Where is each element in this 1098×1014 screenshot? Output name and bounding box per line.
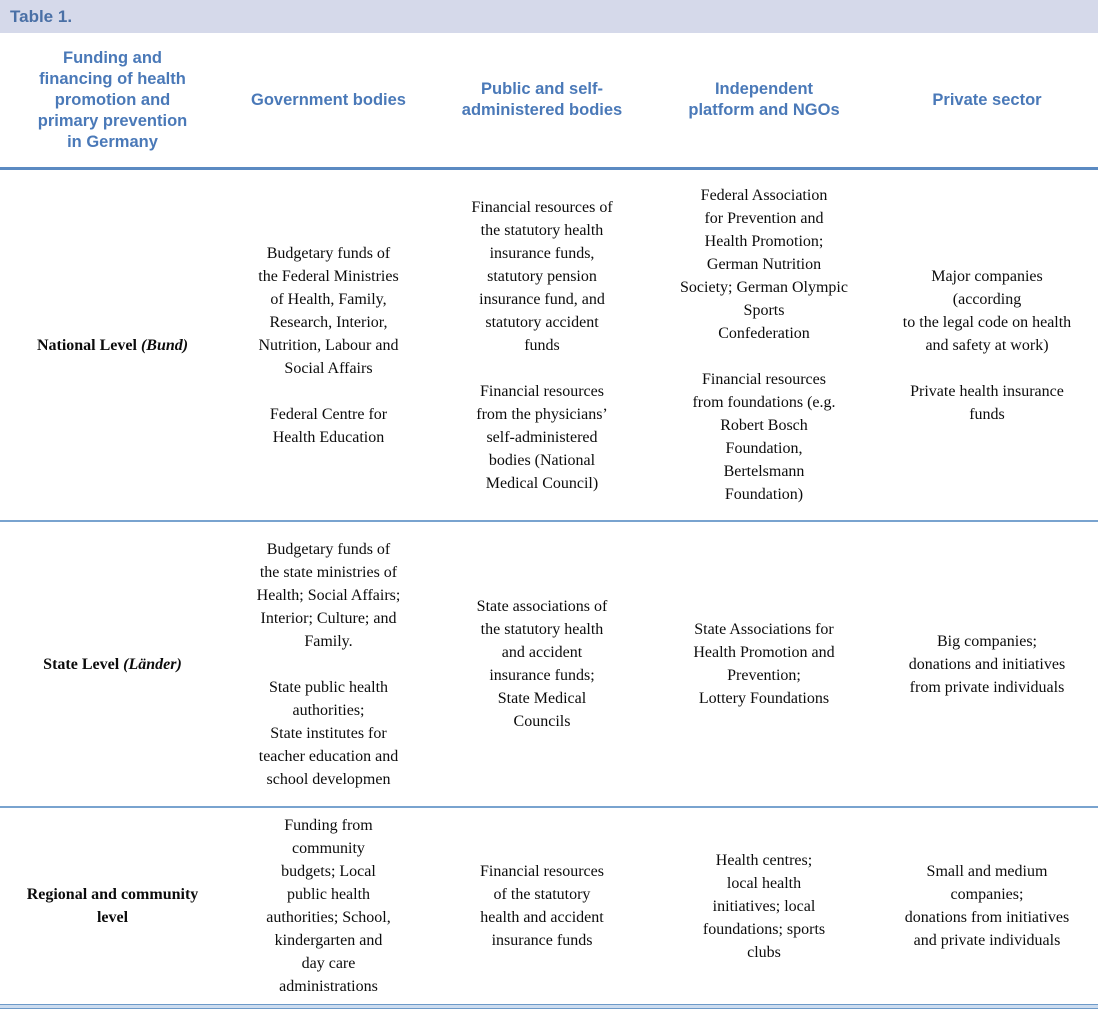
header-government-bodies: Government bodies (225, 33, 432, 167)
cell-text: Major companies (according to the legal … (902, 267, 1072, 423)
cell-text: Budgetary funds of the state ministries … (256, 540, 401, 788)
header-label: Public and self- administered bodies (461, 80, 623, 119)
cell-text: Big companies; donations and initiatives… (908, 632, 1066, 696)
table-cell: Financial resources of the statutory hea… (432, 808, 652, 1004)
table-cell: Financial resources of the statutory hea… (432, 170, 652, 520)
header-corner-label: Funding and financing of health promotio… (37, 48, 188, 151)
table-title: Table 1. (10, 6, 73, 26)
table-cell: Big companies; donations and initiatives… (876, 522, 1098, 806)
cell-text: Financial resources of the statutory hea… (480, 863, 604, 949)
header-independent-ngos: Independent platform and NGOs (652, 33, 876, 167)
cell-text: State associations of the statutory heal… (476, 598, 608, 730)
cell-text: Federal Association for Prevention and H… (680, 187, 848, 503)
header-corner-cell: Funding and financing of health promotio… (0, 33, 225, 167)
table-row-national: National Level (Bund) Budgetary funds of… (0, 170, 1098, 520)
row-header-label: State Level (Länder) (43, 653, 182, 676)
header-public-self-administered: Public and self- administered bodies (432, 33, 652, 167)
table-cell: Small and medium companies; donations fr… (876, 808, 1098, 1004)
row-separator (0, 806, 1098, 808)
cell-text: Budgetary funds of the Federal Ministrie… (258, 244, 399, 446)
row-label-text: State Level (43, 655, 124, 673)
row-label-italic: (Länder) (123, 655, 182, 673)
header-label: Private sector (932, 90, 1042, 109)
table-header-row: Funding and financing of health promotio… (0, 33, 1098, 167)
row-header-label: Regional and community level (27, 883, 199, 929)
table-row-regional: Regional and community level Funding fro… (0, 808, 1098, 1004)
header-label: Government bodies (251, 90, 406, 109)
table-cell: Budgetary funds of the state ministries … (225, 522, 432, 806)
row-header-regional: Regional and community level (0, 808, 225, 1004)
table-cell: State associations of the statutory heal… (432, 522, 652, 806)
row-label-text: Regional and community level (26, 886, 199, 926)
cell-text: Health centres; local health initiatives… (702, 851, 826, 961)
header-rule (0, 167, 1098, 170)
table-bottom-rule (0, 1004, 1098, 1009)
table-cell: Health centres; local health initiatives… (652, 808, 876, 1004)
table-cell: Funding from community budgets; Local pu… (225, 808, 432, 1004)
row-separator (0, 520, 1098, 522)
cell-text: Small and medium companies; donations fr… (904, 863, 1070, 949)
table-title-bar: Table 1. (0, 0, 1098, 33)
table-cell: State Associations for Health Promotion … (652, 522, 876, 806)
row-header-national: National Level (Bund) (0, 170, 225, 520)
cell-text: State Associations for Health Promotion … (693, 621, 835, 707)
cell-text: Financial resources of the statutory hea… (471, 198, 613, 492)
table-cell: Major companies (according to the legal … (876, 170, 1098, 520)
row-header-label: National Level (Bund) (37, 334, 188, 357)
table-cell: Federal Association for Prevention and H… (652, 170, 876, 520)
header-private-sector: Private sector (876, 33, 1098, 167)
row-label-text: National Level (36, 336, 141, 354)
header-label: Independent platform and NGOs (688, 80, 840, 119)
table-cell: Budgetary funds of the Federal Ministrie… (225, 170, 432, 520)
cell-text: Funding from community budgets; Local pu… (266, 817, 391, 995)
table-row-state: State Level (Länder) Budgetary funds of … (0, 522, 1098, 806)
row-label-italic: (Bund) (140, 336, 189, 354)
row-header-state: State Level (Länder) (0, 522, 225, 806)
